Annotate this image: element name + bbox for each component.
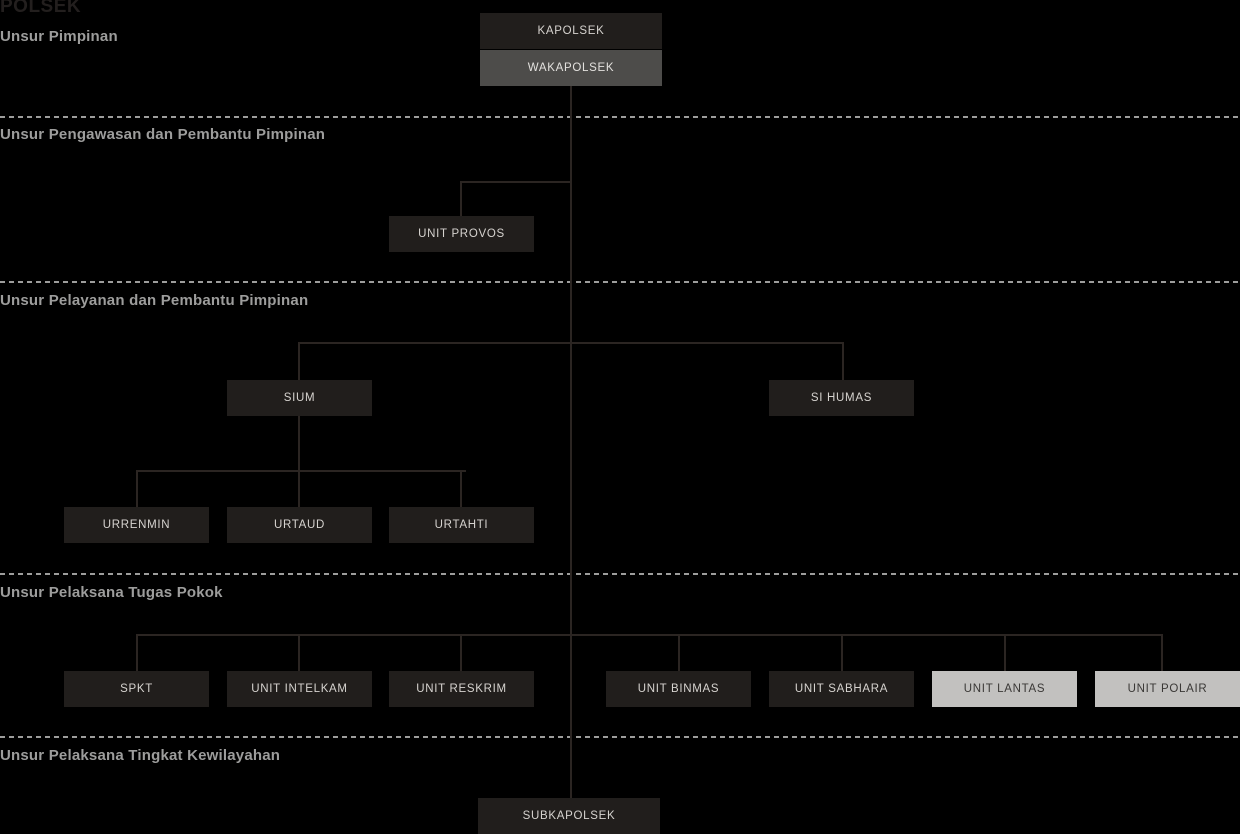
node-urtahti[interactable]: URTAHTI — [389, 507, 534, 543]
divider-pelayanan — [0, 281, 1240, 283]
node-unit-polair[interactable]: UNIT POLAIR — [1095, 671, 1240, 707]
connector-urrenmin-drop — [136, 470, 138, 508]
connector-sihumas-drop — [842, 342, 844, 380]
node-sium[interactable]: SIUM — [227, 380, 372, 416]
connector-sabhara-drop — [841, 634, 843, 672]
divider-kewilayahan — [0, 736, 1240, 738]
connector-sium-stem — [298, 416, 300, 471]
node-unit-provos[interactable]: UNIT PROVOS — [389, 216, 534, 252]
connector-pelaksana-bar — [136, 634, 1162, 636]
node-unit-binmas[interactable]: UNIT BINMAS — [606, 671, 751, 707]
node-unit-reskrim[interactable]: UNIT RESKRIM — [389, 671, 534, 707]
trunk-line-main — [570, 86, 572, 799]
divider-tugas-pokok — [0, 573, 1240, 575]
page-title: POLSEK — [0, 0, 82, 17]
node-kapolsek[interactable]: KAPOLSEK — [480, 13, 662, 49]
connector-pelayanan-bar — [298, 342, 844, 344]
section-label-pelayanan: Unsur Pelayanan dan Pembantu Pimpinan — [0, 292, 309, 309]
connector-urtahti-drop — [460, 470, 462, 508]
connector-lantas-drop — [1004, 634, 1006, 672]
connector-provos-vertical — [460, 181, 462, 216]
node-wakapolsek[interactable]: WAKAPOLSEK — [480, 50, 662, 86]
node-si-humas[interactable]: SI HUMAS — [769, 380, 914, 416]
connector-spkt-drop — [136, 634, 138, 672]
connector-reskrim-drop — [460, 634, 462, 672]
node-unit-intelkam[interactable]: UNIT INTELKAM — [227, 671, 372, 707]
connector-intelkam-drop — [298, 634, 300, 672]
node-spkt[interactable]: SPKT — [64, 671, 209, 707]
connector-provos-horizontal — [460, 181, 572, 183]
connector-urtaud-drop — [298, 470, 300, 508]
connector-sium-drop — [298, 342, 300, 380]
section-label-tugas-pokok: Unsur Pelaksana Tugas Pokok — [0, 584, 223, 601]
connector-ur-bar — [136, 470, 466, 472]
connector-polair-drop — [1161, 634, 1163, 672]
node-unit-lantas[interactable]: UNIT LANTAS — [932, 671, 1077, 707]
section-label-pimpinan: Unsur Pimpinan — [0, 28, 118, 45]
node-subkapolsek[interactable]: SUBKAPOLSEK — [478, 798, 660, 834]
divider-pengawasan — [0, 116, 1240, 118]
node-urrenmin[interactable]: URRENMIN — [64, 507, 209, 543]
section-label-kewilayahan: Unsur Pelaksana Tingkat Kewilayahan — [0, 747, 281, 764]
node-unit-sabhara[interactable]: UNIT SABHARA — [769, 671, 914, 707]
node-urtaud[interactable]: URTAUD — [227, 507, 372, 543]
section-label-pengawasan: Unsur Pengawasan dan Pembantu Pimpinan — [0, 126, 326, 143]
connector-binmas-drop — [678, 634, 680, 672]
